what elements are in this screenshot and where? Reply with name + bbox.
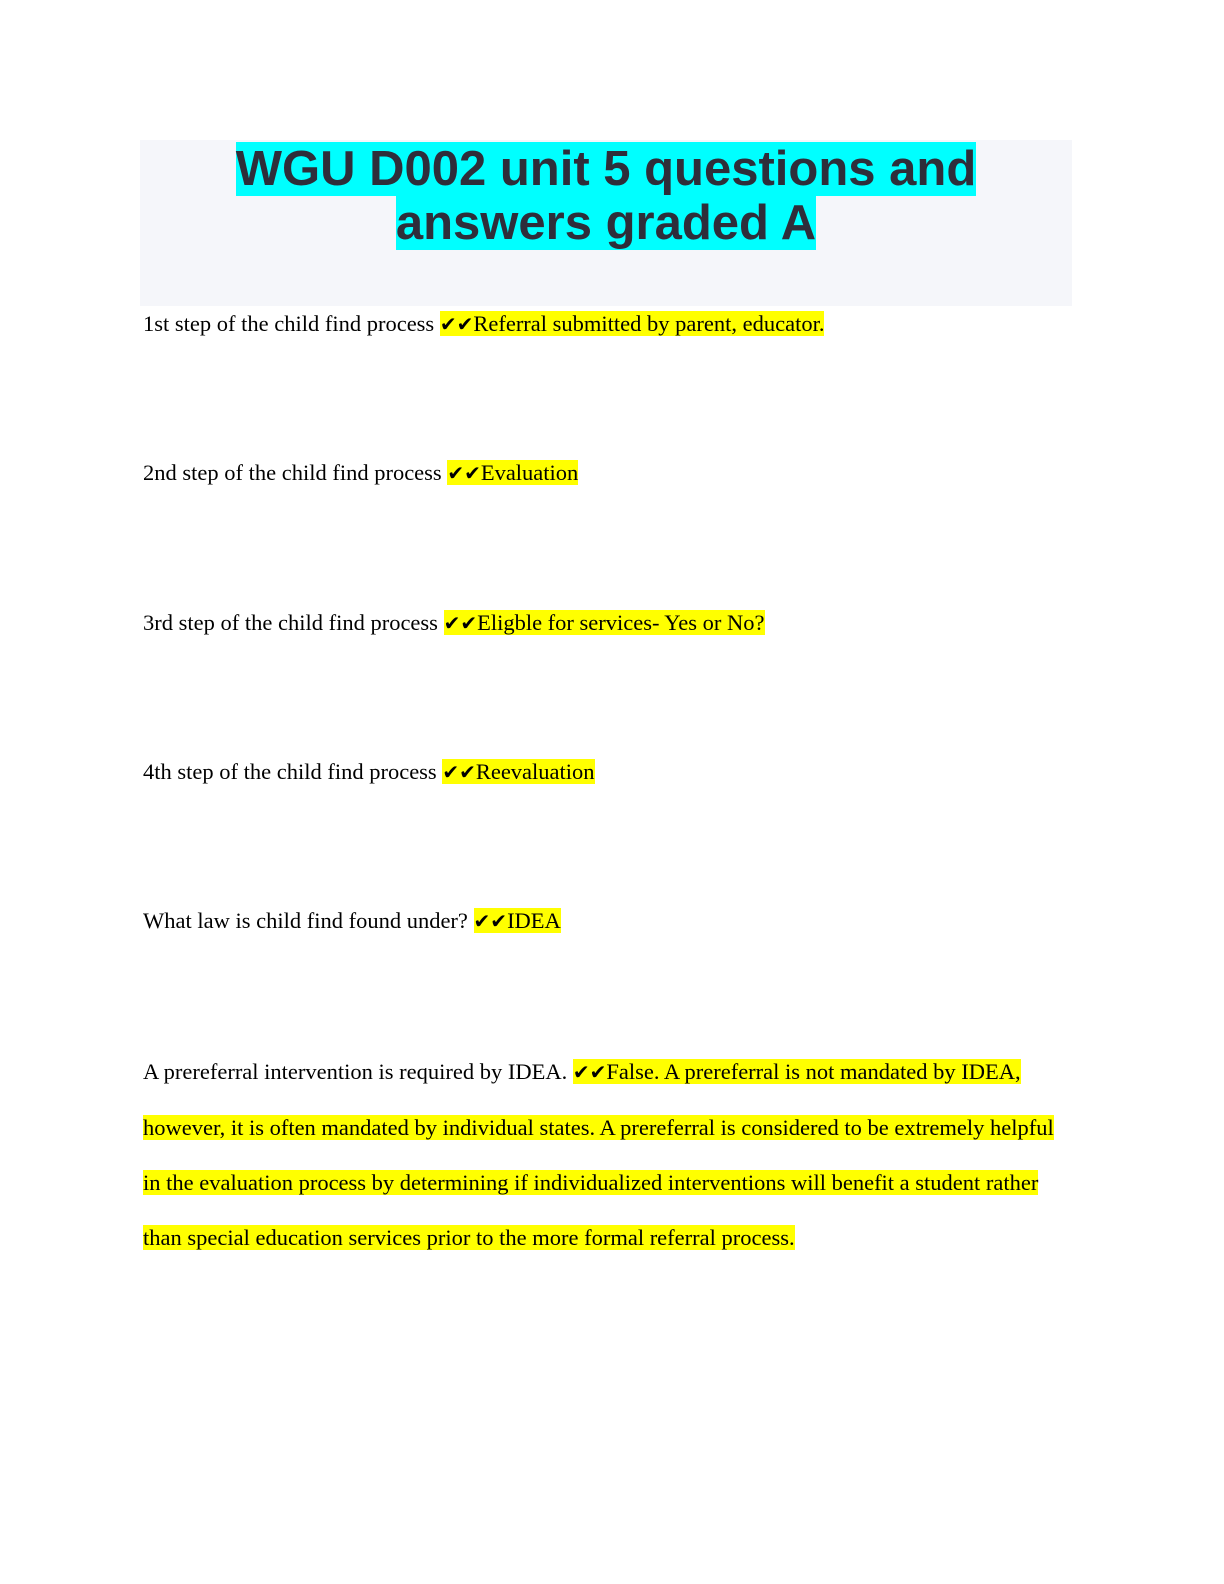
answer: ✔✔False. A prereferral is not mandated b… [143,1059,1054,1250]
double-check-icon: ✔✔ [442,760,476,784]
answer: ✔✔IDEA [473,908,561,933]
double-check-icon: ✔✔ [572,1060,607,1084]
answer: ✔✔Referral submitted by parent, educator… [439,311,825,336]
title-text: WGU D002 unit 5 questions and answers gr… [235,142,977,250]
double-check-icon: ✔✔ [473,909,508,933]
answer: ✔✔Reevaluation [442,759,595,784]
question: What law is child find found under? [143,908,468,933]
question: 4th step of the child find process [143,759,437,784]
double-check-icon: ✔✔ [439,312,474,336]
qa-item-5: What law is child find found under? ✔✔ID… [143,904,1073,938]
question: 1st step of the child find process [143,311,435,336]
qa-item-1: 1st step of the child find process ✔✔Ref… [143,307,1073,341]
question: 3rd step of the child find process [143,610,438,635]
qa-item-6: A prereferral intervention is required b… [143,1044,1063,1265]
title-box: WGU D002 unit 5 questions and answers gr… [140,140,1072,306]
document-title: WGU D002 unit 5 questions and answers gr… [140,142,1072,250]
answer-text: Evaluation [480,460,579,485]
answer-text: IDEA [507,908,561,933]
question: A prereferral intervention is required b… [143,1059,568,1084]
answer-text: Reevaluation [475,759,595,784]
double-check-icon: ✔✔ [447,461,481,485]
question: 2nd step of the child find process [143,460,442,485]
answer-text: False. A prereferral is not mandated by … [143,1059,1054,1250]
answer: ✔✔Evaluation [447,460,579,485]
qa-item-3: 3rd step of the child find process ✔✔Eli… [143,606,1073,640]
answer: ✔✔Eligble for services- Yes or No? [443,610,765,635]
double-check-icon: ✔✔ [443,611,478,635]
answer-text: Eligble for services- Yes or No? [477,610,765,635]
qa-item-2: 2nd step of the child find process ✔✔Eva… [143,456,1073,490]
answer-text: Referral submitted by parent, educator. [473,311,825,336]
qa-item-4: 4th step of the child find process ✔✔Ree… [143,755,1073,789]
